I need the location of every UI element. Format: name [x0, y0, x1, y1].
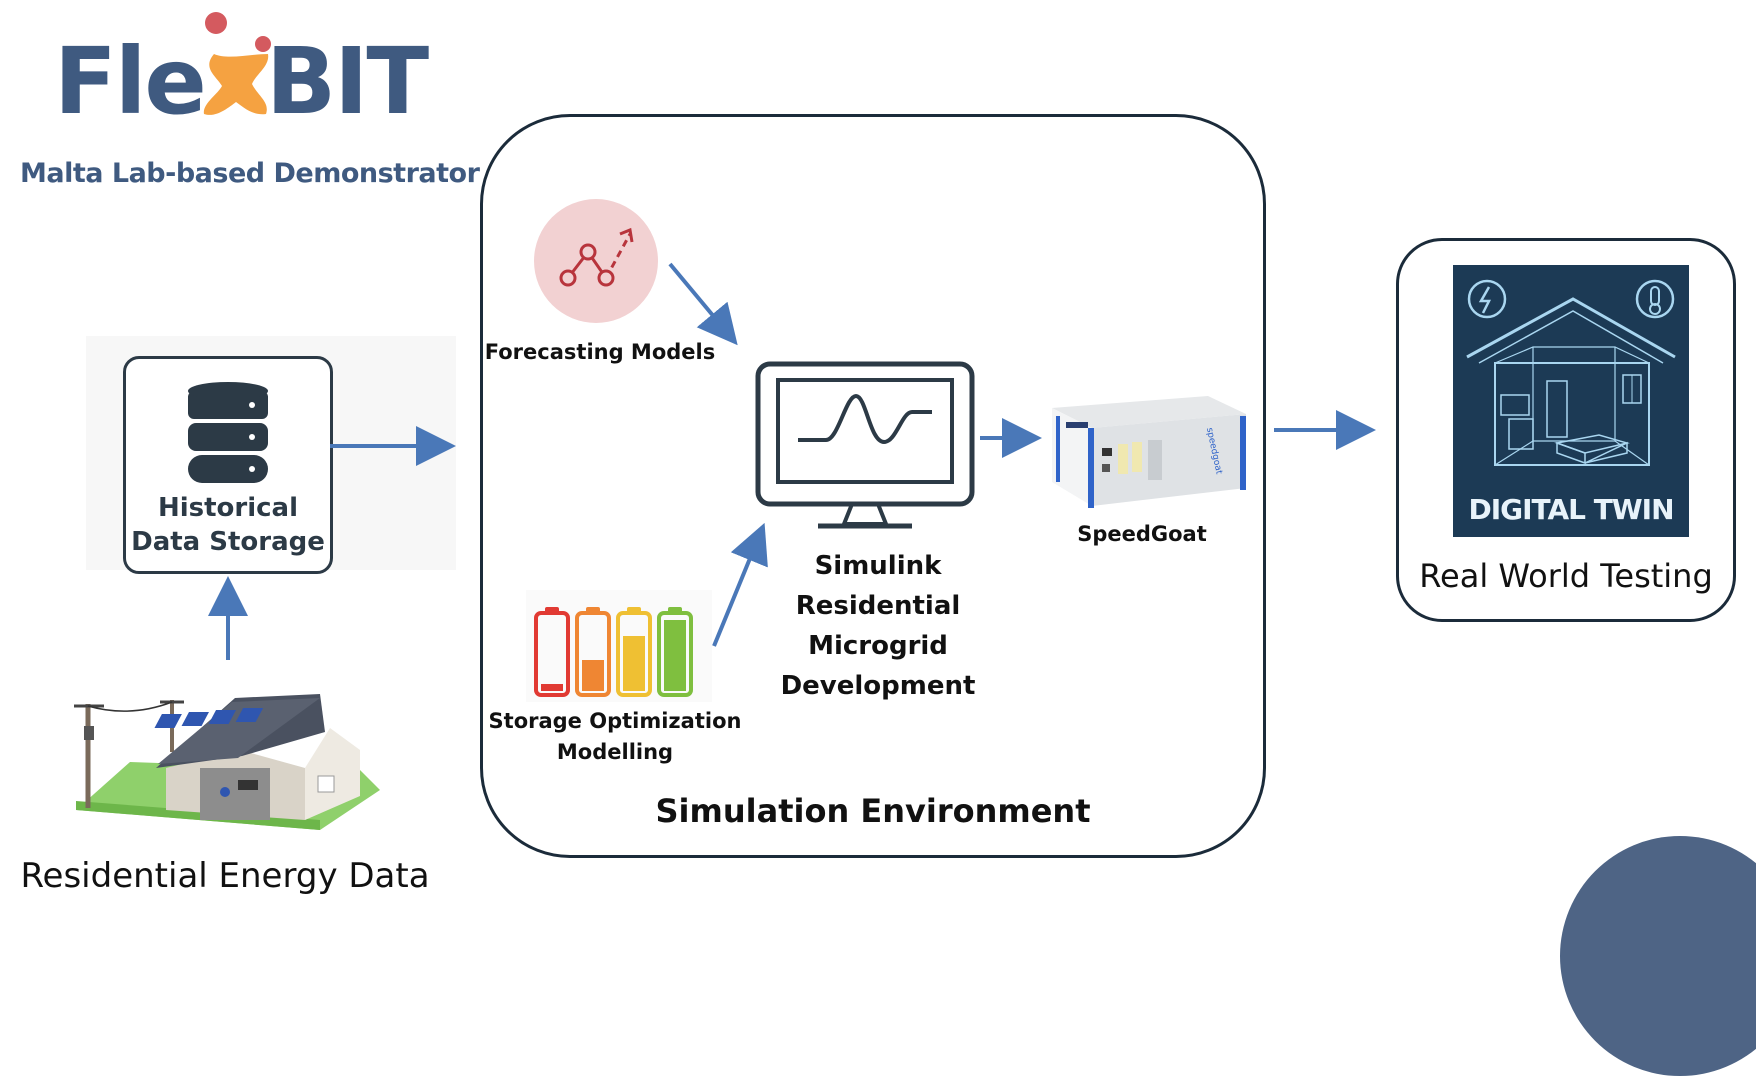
simulation-environment-label: Simulation Environment	[655, 792, 1091, 830]
battery-icons	[526, 590, 712, 702]
historical-data-storage: Historical Data Storage	[123, 356, 333, 574]
forecasting-icon	[534, 199, 658, 323]
arrows-layer	[208, 262, 1376, 660]
logo-text-left: Fle	[54, 28, 207, 135]
real-world-label: Real World Testing	[1419, 557, 1713, 595]
digital-twin-house-icon	[1466, 279, 1676, 466]
simulink-line4: Development	[780, 671, 976, 701]
historical-label: Historical Data Storage	[126, 491, 330, 559]
database-icon	[188, 382, 268, 483]
flexbit-logo: Fle BIT	[54, 10, 429, 135]
simulink-line2: Residential	[795, 591, 961, 621]
residential-label: Residential Energy Data	[20, 856, 430, 896]
storage-optimization-line1: Storage Optimization	[488, 709, 742, 733]
residential-house-icon	[74, 694, 380, 830]
forecasting-label: Forecasting Models	[484, 340, 716, 364]
simulink-line1: Simulink	[814, 551, 942, 581]
digital-twin-image: DIGITAL TWIN	[1453, 265, 1689, 537]
storage-optimization-line2: Modelling	[556, 740, 674, 764]
subtitle: Malta Lab-based Demonstrator	[20, 158, 480, 189]
arrow-storage-to-simulink	[712, 522, 768, 647]
real-world-testing: DIGITAL TWIN Real World Testing	[1396, 238, 1736, 622]
arrow-forecasting-to-simulink	[668, 262, 738, 346]
historical-label-line2: Data Storage	[131, 527, 325, 557]
speedgoat-hardware-icon	[1052, 396, 1246, 508]
historical-label-line1: Historical	[157, 493, 299, 523]
simulink-monitor-icon	[755, 361, 975, 529]
digital-twin-banner: DIGITAL TWIN	[1468, 493, 1674, 526]
logo-text-right: BIT	[266, 28, 429, 135]
logo-x-mark	[203, 12, 271, 115]
speedgoat-label: SpeedGoat	[1077, 522, 1207, 546]
simulink-line3: Microgrid	[808, 631, 948, 661]
simulink-label: Simulink Residential Microgrid Developme…	[740, 546, 1016, 706]
storage-optimization-label: Storage Optimization Modelling	[470, 706, 760, 768]
